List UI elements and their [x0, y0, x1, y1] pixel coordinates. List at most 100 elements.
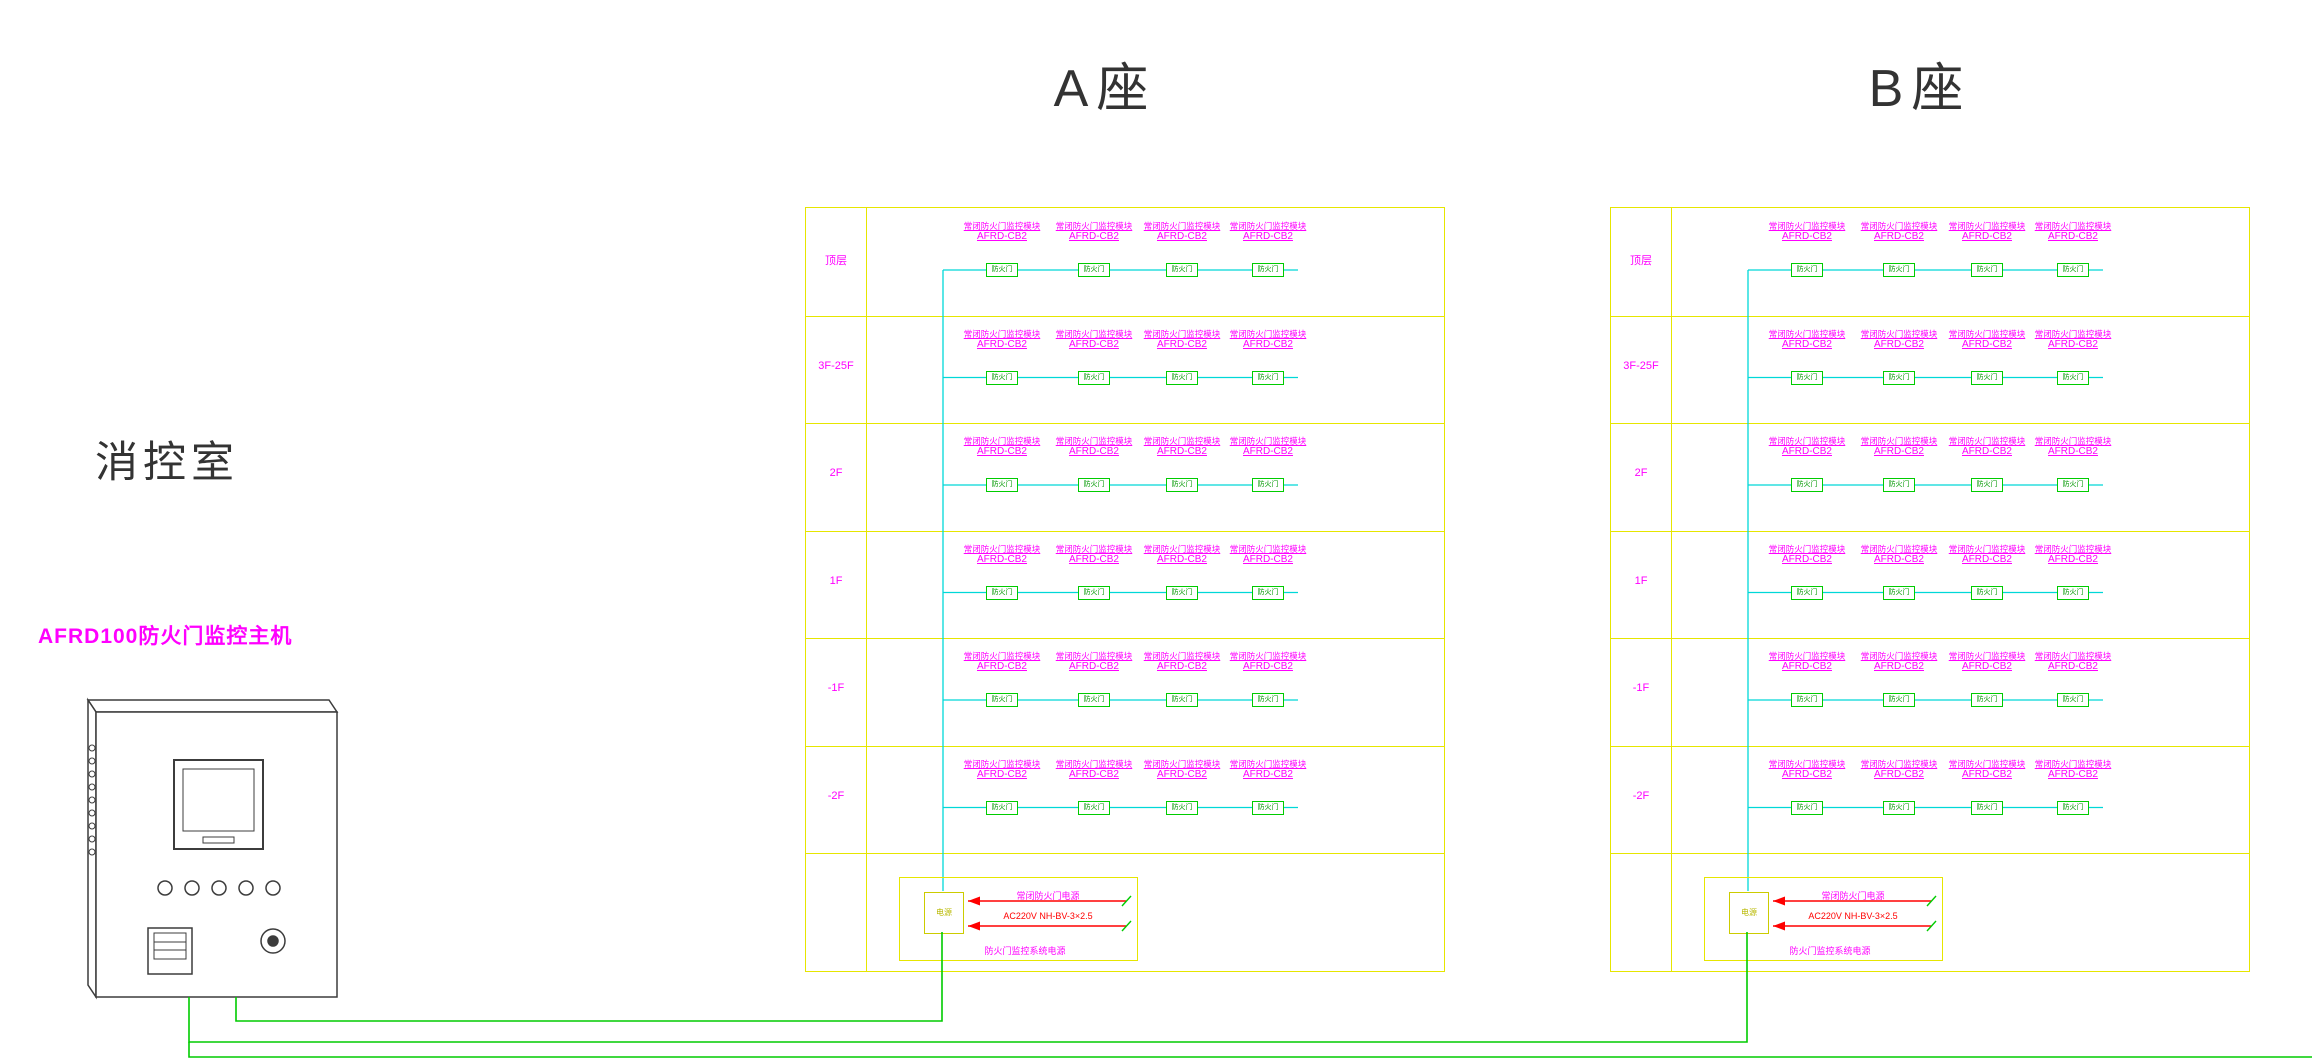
fire-door-monitor-box: 防火门: [986, 478, 1018, 492]
floor-divider: [806, 853, 1444, 854]
power-unit-box: 电源: [924, 892, 964, 934]
floor-label: -1F: [1632, 682, 1650, 694]
device-name-label: 常闭防火门监控模块: [1055, 543, 1133, 554]
floor-divider: [1611, 315, 2249, 317]
floor-divider: [1611, 423, 2249, 424]
fire-door-monitor-box: 防火门: [1078, 800, 1110, 815]
fire-door-monitor-box: 防火门: [1791, 263, 1823, 277]
device-name-label: 常闭防火门监控模块: [1229, 328, 1307, 339]
floor-label: -1F: [827, 682, 845, 694]
device-name-label: 常闭防火门监控模块: [963, 221, 1041, 231]
device-model-label: AFRD-CB2: [1873, 661, 1924, 672]
floor-label-column-divider: [1671, 208, 1672, 971]
fire-door-monitor-box: 防火门: [2057, 263, 2089, 277]
device-name-label: 常闭防火门监控模块: [1229, 651, 1307, 661]
floor-label: 顶层: [825, 255, 847, 267]
device-model-label: AFRD-CB2: [1068, 446, 1119, 457]
device-model-label: AFRD-CB2: [1242, 231, 1293, 242]
fire-door-monitor-box: 防火门: [986, 370, 1018, 385]
wire-end-tick: [1926, 895, 1937, 907]
device-name-label: 常闭防火门监控模块: [1768, 543, 1846, 554]
fire-door-monitor-box: 防火门: [986, 693, 1018, 707]
device-name-label: 常闭防火门监控模块: [1055, 651, 1133, 661]
building-b-title: B座: [1868, 60, 1972, 118]
device-model-label: AFRD-CB2: [1156, 661, 1207, 672]
device-name-label: 常闭防火门监控模块: [1229, 758, 1307, 769]
fire-door-monitor-box: 防火门: [986, 263, 1018, 277]
wire-end-tick: [1926, 920, 1937, 932]
host-buttons: [157, 880, 281, 896]
device-model-label: AFRD-CB2: [2047, 768, 2098, 780]
device-name-label: 常闭防火门监控模块: [1768, 436, 1846, 446]
fire-door-monitor-box: 防火门: [1166, 585, 1198, 600]
floor-label: 3F-25F: [1623, 359, 1659, 372]
device-name-label: 常闭防火门监控模块: [1143, 543, 1221, 554]
fire-door-monitor-box: 防火门: [1252, 263, 1284, 277]
floor-label: 3F-25F: [818, 359, 854, 372]
host-device-label: AFRD100防火门监控主机: [38, 625, 293, 648]
device-name-label: 常闭防火门监控模块: [1229, 221, 1307, 231]
device-model-label: AFRD-CB2: [2047, 661, 2098, 672]
device-model-label: AFRD-CB2: [1068, 768, 1119, 780]
device-model-label: AFRD-CB2: [1242, 553, 1293, 565]
device-model-label: AFRD-CB2: [976, 661, 1027, 672]
device-model-label: AFRD-CB2: [1156, 231, 1207, 242]
floor-label: 2F: [1634, 467, 1648, 479]
fire-door-monitor-box: 防火门: [1078, 693, 1110, 707]
wire-end-tick: [1121, 895, 1132, 907]
device-name-label: 常闭防火门监控模块: [2034, 328, 2112, 339]
floor-divider: [1611, 853, 2249, 854]
device-model-label: AFRD-CB2: [1242, 661, 1293, 672]
fire-door-monitor-box: 防火门: [1971, 370, 2003, 385]
fire-door-monitor-box: 防火门: [1166, 800, 1198, 815]
device-model-label: AFRD-CB2: [1873, 231, 1924, 242]
device-model-label: AFRD-CB2: [1961, 338, 2012, 350]
device-model-label: AFRD-CB2: [2047, 446, 2098, 457]
device-model-label: AFRD-CB2: [976, 231, 1027, 242]
device-model-label: AFRD-CB2: [1242, 446, 1293, 457]
fire-door-monitor-box: 防火门: [1883, 585, 1915, 600]
device-model-label: AFRD-CB2: [1156, 553, 1207, 565]
host-screen-slot: [202, 836, 235, 844]
fire-door-monitor-box: 防火门: [1971, 478, 2003, 492]
device-name-label: 常闭防火门监控模块: [1143, 436, 1221, 446]
fire-door-monitor-box: 防火门: [1883, 370, 1915, 385]
device-name-label: 常闭防火门监控模块: [1948, 221, 2026, 231]
fire-door-monitor-box: 防火门: [1791, 693, 1823, 707]
floor-divider: [806, 315, 1444, 317]
device-name-label: 常闭防火门监控模块: [1768, 221, 1846, 231]
fire-door-monitor-box: 防火门: [1883, 478, 1915, 492]
fire-door-monitor-box: 防火门: [1166, 478, 1198, 492]
device-model-label: AFRD-CB2: [1242, 338, 1293, 350]
fire-door-monitor-box: 防火门: [2057, 800, 2089, 815]
device-model-label: AFRD-CB2: [1156, 446, 1207, 457]
device-name-label: 常闭防火门监控模块: [1768, 328, 1846, 339]
power-line2-label: AC220V NH-BV-3×2.5: [1808, 911, 1898, 921]
device-model-label: AFRD-CB2: [2047, 553, 2098, 565]
device-name-label: 常闭防火门监控模块: [1948, 328, 2026, 339]
device-model-label: AFRD-CB2: [1961, 768, 2012, 780]
device-model-label: AFRD-CB2: [1961, 661, 2012, 672]
fire-door-monitor-box: 防火门: [1971, 693, 2003, 707]
fire-door-monitor-box: 防火门: [2057, 370, 2089, 385]
device-name-label: 常闭防火门监控模块: [1229, 543, 1307, 554]
